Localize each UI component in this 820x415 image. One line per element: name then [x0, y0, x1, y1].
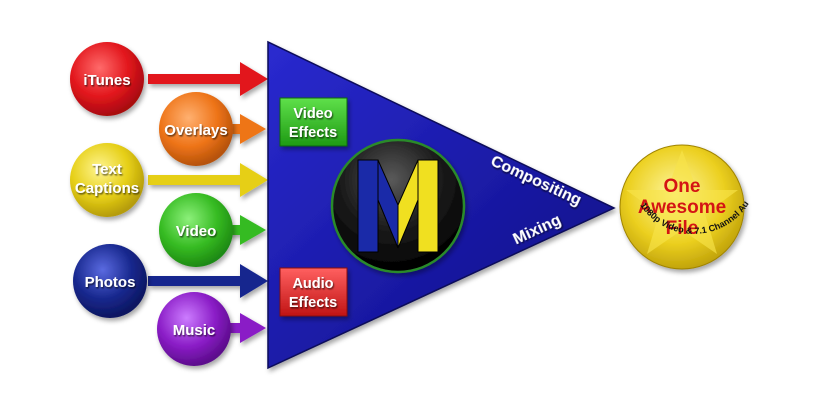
m-logo-icon	[330, 138, 466, 274]
output-title-line2: Awesome	[638, 197, 726, 218]
input-arrows	[148, 62, 268, 343]
source-photos-label: Photos	[85, 274, 136, 291]
video-effects-label-line2: Effects	[289, 125, 337, 141]
video-effects-box[interactable]: Video Effects	[279, 97, 348, 147]
arrow-overlays	[228, 114, 266, 144]
source-music[interactable]: Music	[157, 292, 231, 366]
arrow-itunes	[148, 62, 268, 96]
source-photos[interactable]: Photos	[73, 244, 147, 318]
input-circles: iTunes Overlays Text Captions Video Phot…	[70, 42, 233, 366]
output-title-line3: File	[666, 218, 699, 239]
source-text-captions[interactable]: Text Captions	[70, 143, 144, 217]
source-video[interactable]: Video	[159, 193, 233, 267]
source-overlays[interactable]: Overlays	[159, 92, 233, 166]
audio-effects-label-line1: Audio	[292, 276, 333, 292]
audio-effects-label-line2: Effects	[289, 295, 337, 311]
source-text-label-line1: Text	[92, 161, 122, 178]
source-itunes-label: iTunes	[83, 72, 130, 89]
arrow-photos	[148, 264, 268, 298]
arrow-text-captions	[148, 163, 268, 197]
video-effects-label-line1: Video	[293, 106, 332, 122]
source-video-label: Video	[176, 223, 217, 240]
audio-effects-box[interactable]: Audio Effects	[279, 267, 348, 317]
source-overlays-label: Overlays	[164, 122, 227, 139]
source-itunes[interactable]: iTunes	[70, 42, 144, 116]
source-text-label-line2: Captions	[75, 180, 139, 197]
source-music-label: Music	[173, 322, 216, 339]
output-title-line1: One	[664, 176, 701, 197]
arrow-video	[228, 215, 266, 245]
star-icon	[626, 150, 738, 254]
arrow-music	[228, 313, 266, 343]
